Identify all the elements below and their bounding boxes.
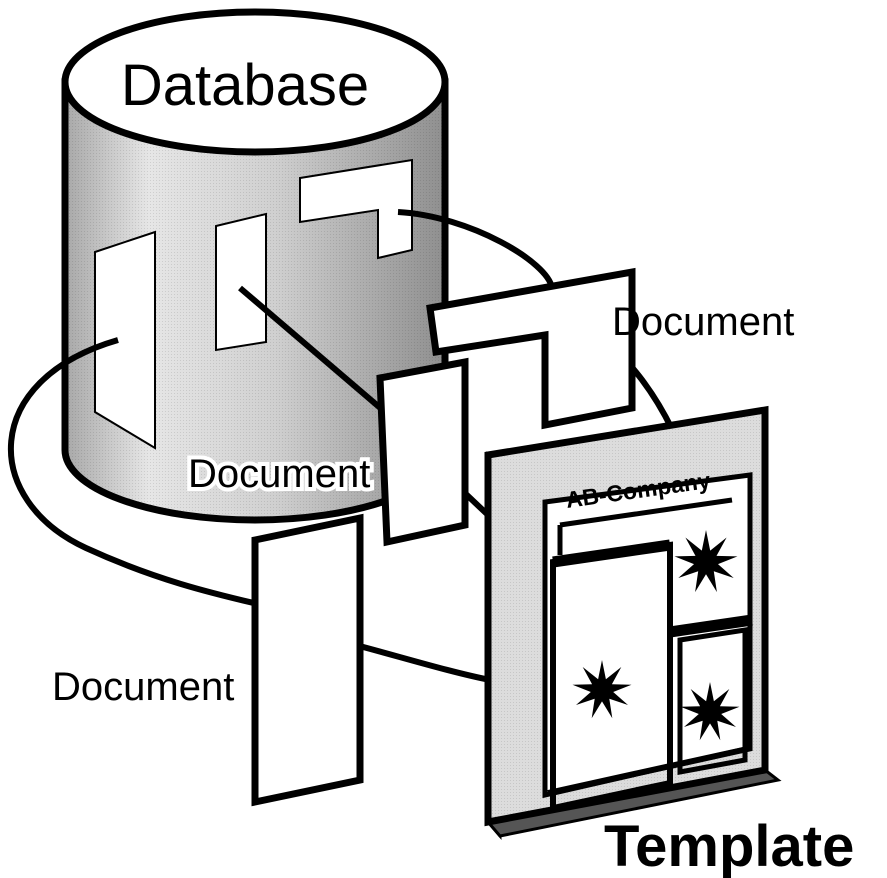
starburst-shape bbox=[680, 682, 740, 741]
starburst-shape bbox=[674, 530, 738, 593]
connector-db-to-document-middle bbox=[238, 285, 387, 415]
document-top-label: Document bbox=[612, 300, 794, 344]
connector-db-to-document-top bbox=[397, 209, 555, 289]
connector-outer-loop bbox=[8, 337, 263, 608]
document-middle-label: Document bbox=[188, 452, 370, 496]
document-bottom-page-icon bbox=[251, 513, 364, 807]
document-bottom-label: Document bbox=[52, 665, 234, 709]
database-cylinder-icon bbox=[61, 8, 449, 524]
template-page-icon bbox=[484, 405, 782, 841]
starburst-shape bbox=[572, 660, 632, 719]
database-label: Database bbox=[121, 53, 369, 118]
template-label: Template bbox=[604, 814, 854, 878]
starburst-link-icon bbox=[572, 660, 632, 719]
document-middle-page-icon bbox=[376, 357, 469, 547]
document-top-page-icon bbox=[426, 267, 636, 430]
starburst-link-icon bbox=[674, 530, 738, 593]
starburst-link-icon bbox=[680, 682, 740, 741]
